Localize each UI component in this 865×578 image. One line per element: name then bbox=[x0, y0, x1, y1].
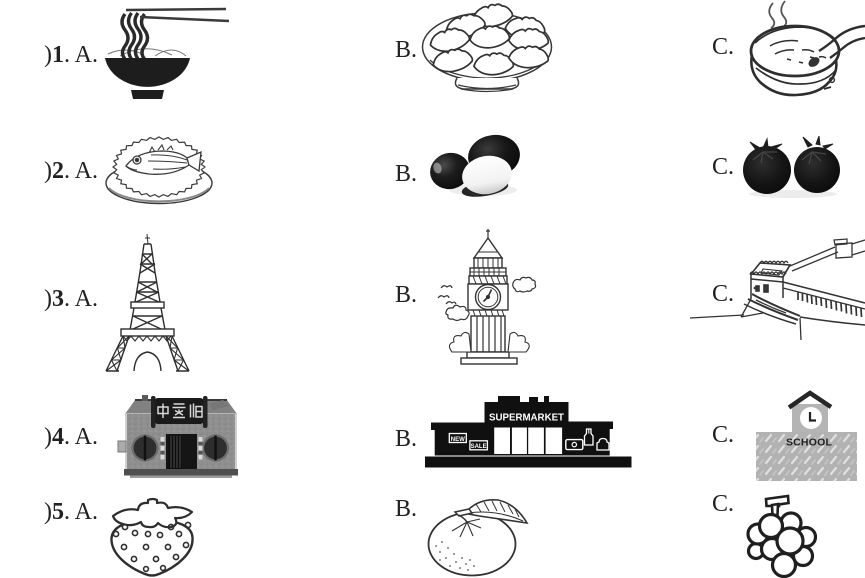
svg-text:SCHOOL: SCHOOL bbox=[786, 437, 833, 449]
svg-text:SALE: SALE bbox=[471, 444, 487, 450]
svg-text:SUPERMARKET: SUPERMARKET bbox=[489, 413, 565, 424]
svg-text:NEW: NEW bbox=[451, 437, 465, 443]
